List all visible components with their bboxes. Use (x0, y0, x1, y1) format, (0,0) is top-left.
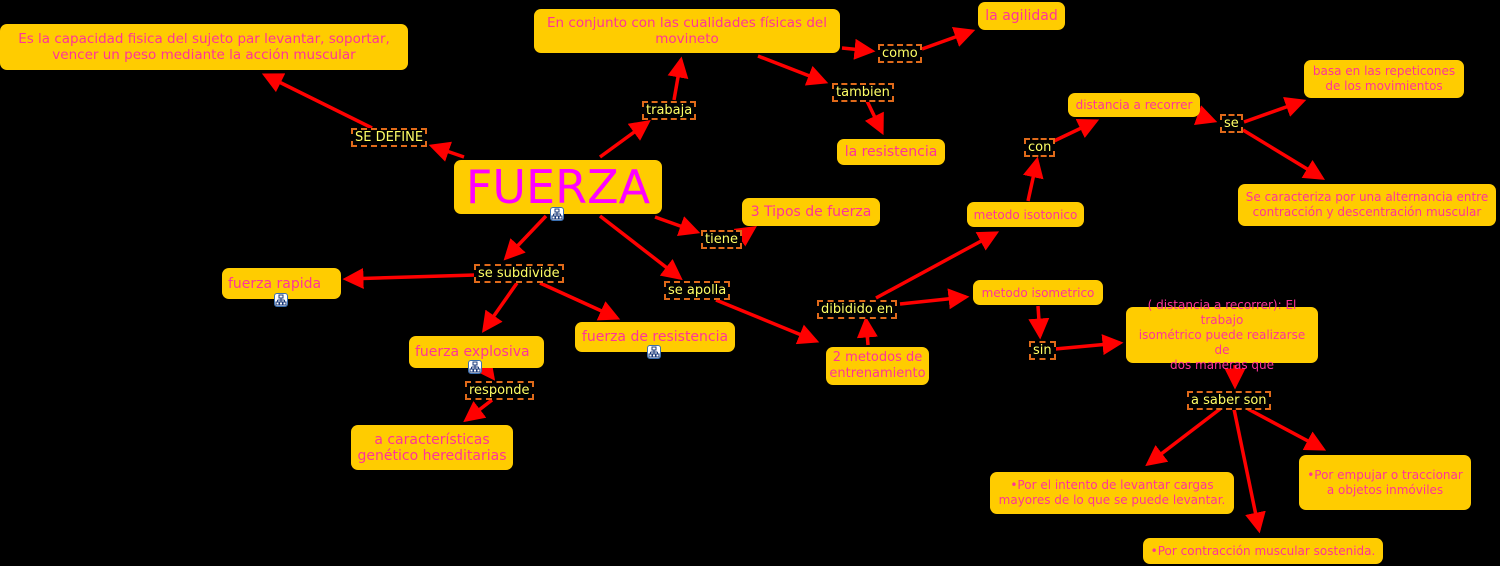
arrow-como-agilidad (921, 27, 976, 51)
link-se[interactable]: se (1220, 114, 1243, 133)
concept-conjunto[interactable]: En conjunto con las cualidades físicas d… (534, 9, 840, 53)
concept-geneticas[interactable]: a características genético hereditarias (351, 425, 513, 470)
arrow-dosmetodos-dibidido (856, 316, 878, 346)
concept-distancia[interactable]: distancia a recorrer (1068, 93, 1200, 117)
arrow-fuerza-tiene (654, 215, 701, 237)
arrow-asaber-empujar (1247, 407, 1327, 451)
link-con[interactable]: con (1024, 138, 1056, 157)
arrow-tiene-tipos (733, 226, 757, 247)
arrow-seapolla-dosmetodos (715, 298, 820, 345)
link-se-define[interactable]: SE DEFINE (351, 128, 428, 147)
concept-resistencia[interactable]: la resistencia (837, 139, 945, 165)
link-responde[interactable]: responde (465, 381, 534, 400)
concept-definicion[interactable]: Es la capacidad fisica del sujeto par le… (0, 24, 408, 70)
submap-icon[interactable] (550, 207, 564, 221)
arrow-sin-trabajo (1054, 334, 1124, 356)
arrow-sedefine-definicion (261, 73, 373, 130)
link-a-saber-son[interactable]: a saber son (1187, 391, 1271, 410)
concept-metodo-isometrico[interactable]: metodo isometrico (973, 280, 1103, 305)
concept-alternancia[interactable]: Se caracteriza por una alternancia entre… (1238, 184, 1496, 226)
arrow-se-alternancia (1242, 128, 1325, 180)
concept-fuerza-rapida[interactable]: fuerza rapida (222, 268, 341, 299)
link-trabaja[interactable]: trabaja (642, 101, 697, 120)
arrow-explosiva-responde (474, 357, 496, 381)
arrow-asaber-contraccion (1232, 408, 1266, 534)
concept-tipos[interactable]: 3 Tipos de fuerza (742, 198, 880, 226)
arrow-fuerza-seapolla (598, 214, 683, 281)
arrow-distancia-se (1193, 105, 1218, 126)
link-tambien[interactable]: tambien (832, 83, 894, 102)
arrow-se-repeticiones (1243, 96, 1307, 124)
arrow-con-distancia (1053, 119, 1100, 143)
arrow-fuerza-sedefine (428, 141, 465, 162)
link-se-apolla[interactable]: se apolla (664, 281, 731, 300)
concept-fuerza[interactable]: FUERZA (454, 160, 662, 214)
arrow-asaber-levantar (1145, 407, 1222, 467)
arrow-dibidido-isometrico (899, 288, 970, 310)
concept-contraccion[interactable]: •Por contracción muscular sostenida. (1143, 538, 1383, 564)
arrow-dibidido-isotonico (875, 231, 1000, 300)
submap-icon[interactable] (468, 360, 482, 374)
link-sin[interactable]: sin (1029, 341, 1056, 360)
link-como[interactable]: como (878, 44, 922, 63)
submap-icon[interactable] (647, 345, 661, 359)
arrow-subdivide-explosiva (481, 281, 519, 333)
arrow-isometrico-sin (1028, 305, 1050, 340)
concept-agilidad[interactable]: la agilidad (978, 2, 1065, 30)
arrow-isotonico-con (1022, 156, 1044, 202)
submap-icon[interactable] (274, 293, 288, 307)
concept-metodo-isotonico[interactable]: metodo isotonico (967, 202, 1084, 227)
concept-empujar[interactable]: •Por empujar o traccionar a objetos inmó… (1299, 455, 1471, 510)
arrow-responde-geneticas (463, 398, 494, 423)
arrow-subdivide-rapida (342, 267, 476, 289)
concept-repeticiones[interactable]: basa en las repeticones de los movimient… (1304, 60, 1464, 98)
concept-levantar-cargas[interactable]: •Por el intento de levantar cargas mayor… (990, 472, 1234, 514)
arrow-fuerza-trabaja (598, 119, 651, 159)
arrow-tambien-resistencia (864, 100, 884, 136)
arrow-subdivide-fresistencia (539, 281, 621, 321)
arrow-conjunto-tambien (757, 54, 829, 86)
link-tiene[interactable]: tiene (701, 230, 742, 249)
link-se-subdivide[interactable]: se subdivide (474, 264, 564, 283)
arrow-conjunto-como (841, 38, 876, 60)
arrow-fuerza-subdivide (503, 214, 548, 261)
concept-trabajo-isometrico[interactable]: ( distancia a recorrer): El trabajo isom… (1126, 298, 1318, 372)
concept-dos-metodos[interactable]: 2 metodos de entrenamiento (826, 347, 929, 385)
link-dibidido-en[interactable]: dibidido en (817, 300, 898, 319)
arrow-trabaja-conjunto (667, 56, 689, 101)
